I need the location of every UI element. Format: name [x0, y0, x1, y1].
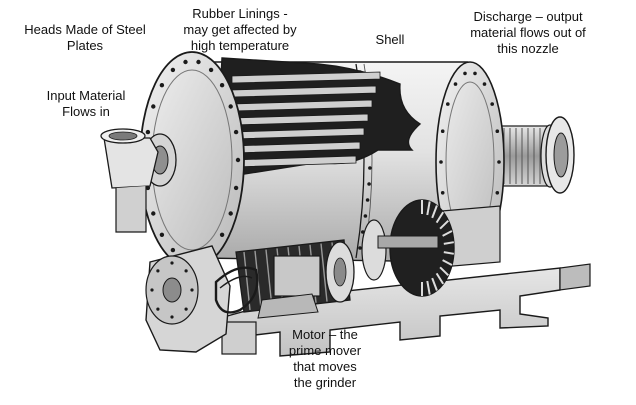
gear-tooth [431, 277, 438, 291]
input-chute [100, 128, 159, 233]
gear-tooth [442, 230, 453, 237]
bolt [219, 83, 225, 88]
bolt [446, 102, 450, 106]
bolt [497, 160, 501, 164]
bolt [219, 232, 225, 237]
belt-guard-bolts [150, 261, 194, 319]
bolt [463, 71, 467, 76]
rivet [365, 198, 370, 202]
gear-tooth [435, 272, 445, 285]
belt-guard [145, 245, 259, 353]
bolt [482, 82, 487, 86]
motor-fin [243, 251, 251, 311]
lining-bar [231, 71, 381, 84]
bolt [439, 160, 443, 164]
bolt [190, 288, 194, 292]
gear-tooth [443, 241, 454, 245]
bolt [151, 104, 156, 109]
bolt [235, 157, 241, 163]
gear-tooth [442, 259, 453, 266]
base-frame [218, 263, 591, 357]
bolt [440, 129, 445, 133]
bolt [473, 71, 477, 76]
label-line: Input Material [46, 88, 126, 103]
bolt [170, 247, 176, 253]
label-line: Heads Made of Steel [24, 22, 146, 37]
bolt [495, 129, 500, 133]
gear-tooth [435, 211, 445, 224]
rivet [358, 246, 362, 250]
bolt [208, 67, 214, 73]
bolt [453, 82, 458, 86]
gear-tooth [439, 219, 449, 230]
label-line: material flows out of [470, 25, 586, 40]
label-line: that moves [293, 359, 357, 374]
bolt [490, 102, 495, 106]
bolt [495, 191, 500, 195]
bolt [170, 67, 176, 73]
bolt [156, 307, 160, 311]
label-line: Rubber Linings - [192, 6, 288, 21]
label-line: this nozzle [497, 41, 559, 56]
gear-tooth [426, 280, 431, 295]
bolt [228, 104, 233, 109]
motor [235, 239, 355, 319]
gear-tooth [443, 251, 454, 255]
label-line: high temperature [190, 38, 290, 53]
label-line: Flows in [62, 104, 110, 119]
bolt [184, 269, 188, 273]
gear-teeth [421, 200, 454, 296]
bolt [184, 307, 188, 311]
label-line: Discharge – output [473, 9, 583, 24]
bolt [233, 185, 239, 191]
label-line: Motor – the [292, 327, 358, 342]
label-line: prime mover [288, 343, 362, 358]
gear-tooth [439, 266, 449, 277]
label-line: the grinder [293, 375, 357, 390]
bolt [170, 261, 174, 265]
label-line: may get affected by [183, 22, 297, 37]
motor-fin [320, 243, 328, 302]
label-line: Plates [66, 38, 104, 53]
gear-tooth [431, 205, 438, 219]
bolt [196, 59, 201, 65]
label-line: Shell [375, 32, 405, 47]
bolt [233, 129, 239, 135]
rubber-lining-cutaway [220, 57, 422, 177]
bolt [151, 211, 156, 216]
bolt [170, 315, 174, 319]
gear-tooth [426, 201, 431, 216]
bolt [156, 269, 160, 273]
drive-gear [361, 199, 501, 297]
bolt [440, 191, 445, 195]
bolt [159, 232, 165, 237]
bolt [159, 83, 165, 88]
motor-fin [265, 249, 273, 308]
rivet [368, 166, 372, 170]
bolt [150, 288, 154, 292]
rivet [363, 214, 368, 218]
bolt [183, 59, 188, 65]
rivet [367, 182, 371, 186]
bolt [228, 211, 233, 216]
bolt [145, 129, 151, 135]
label-shell: Shell [368, 32, 412, 48]
